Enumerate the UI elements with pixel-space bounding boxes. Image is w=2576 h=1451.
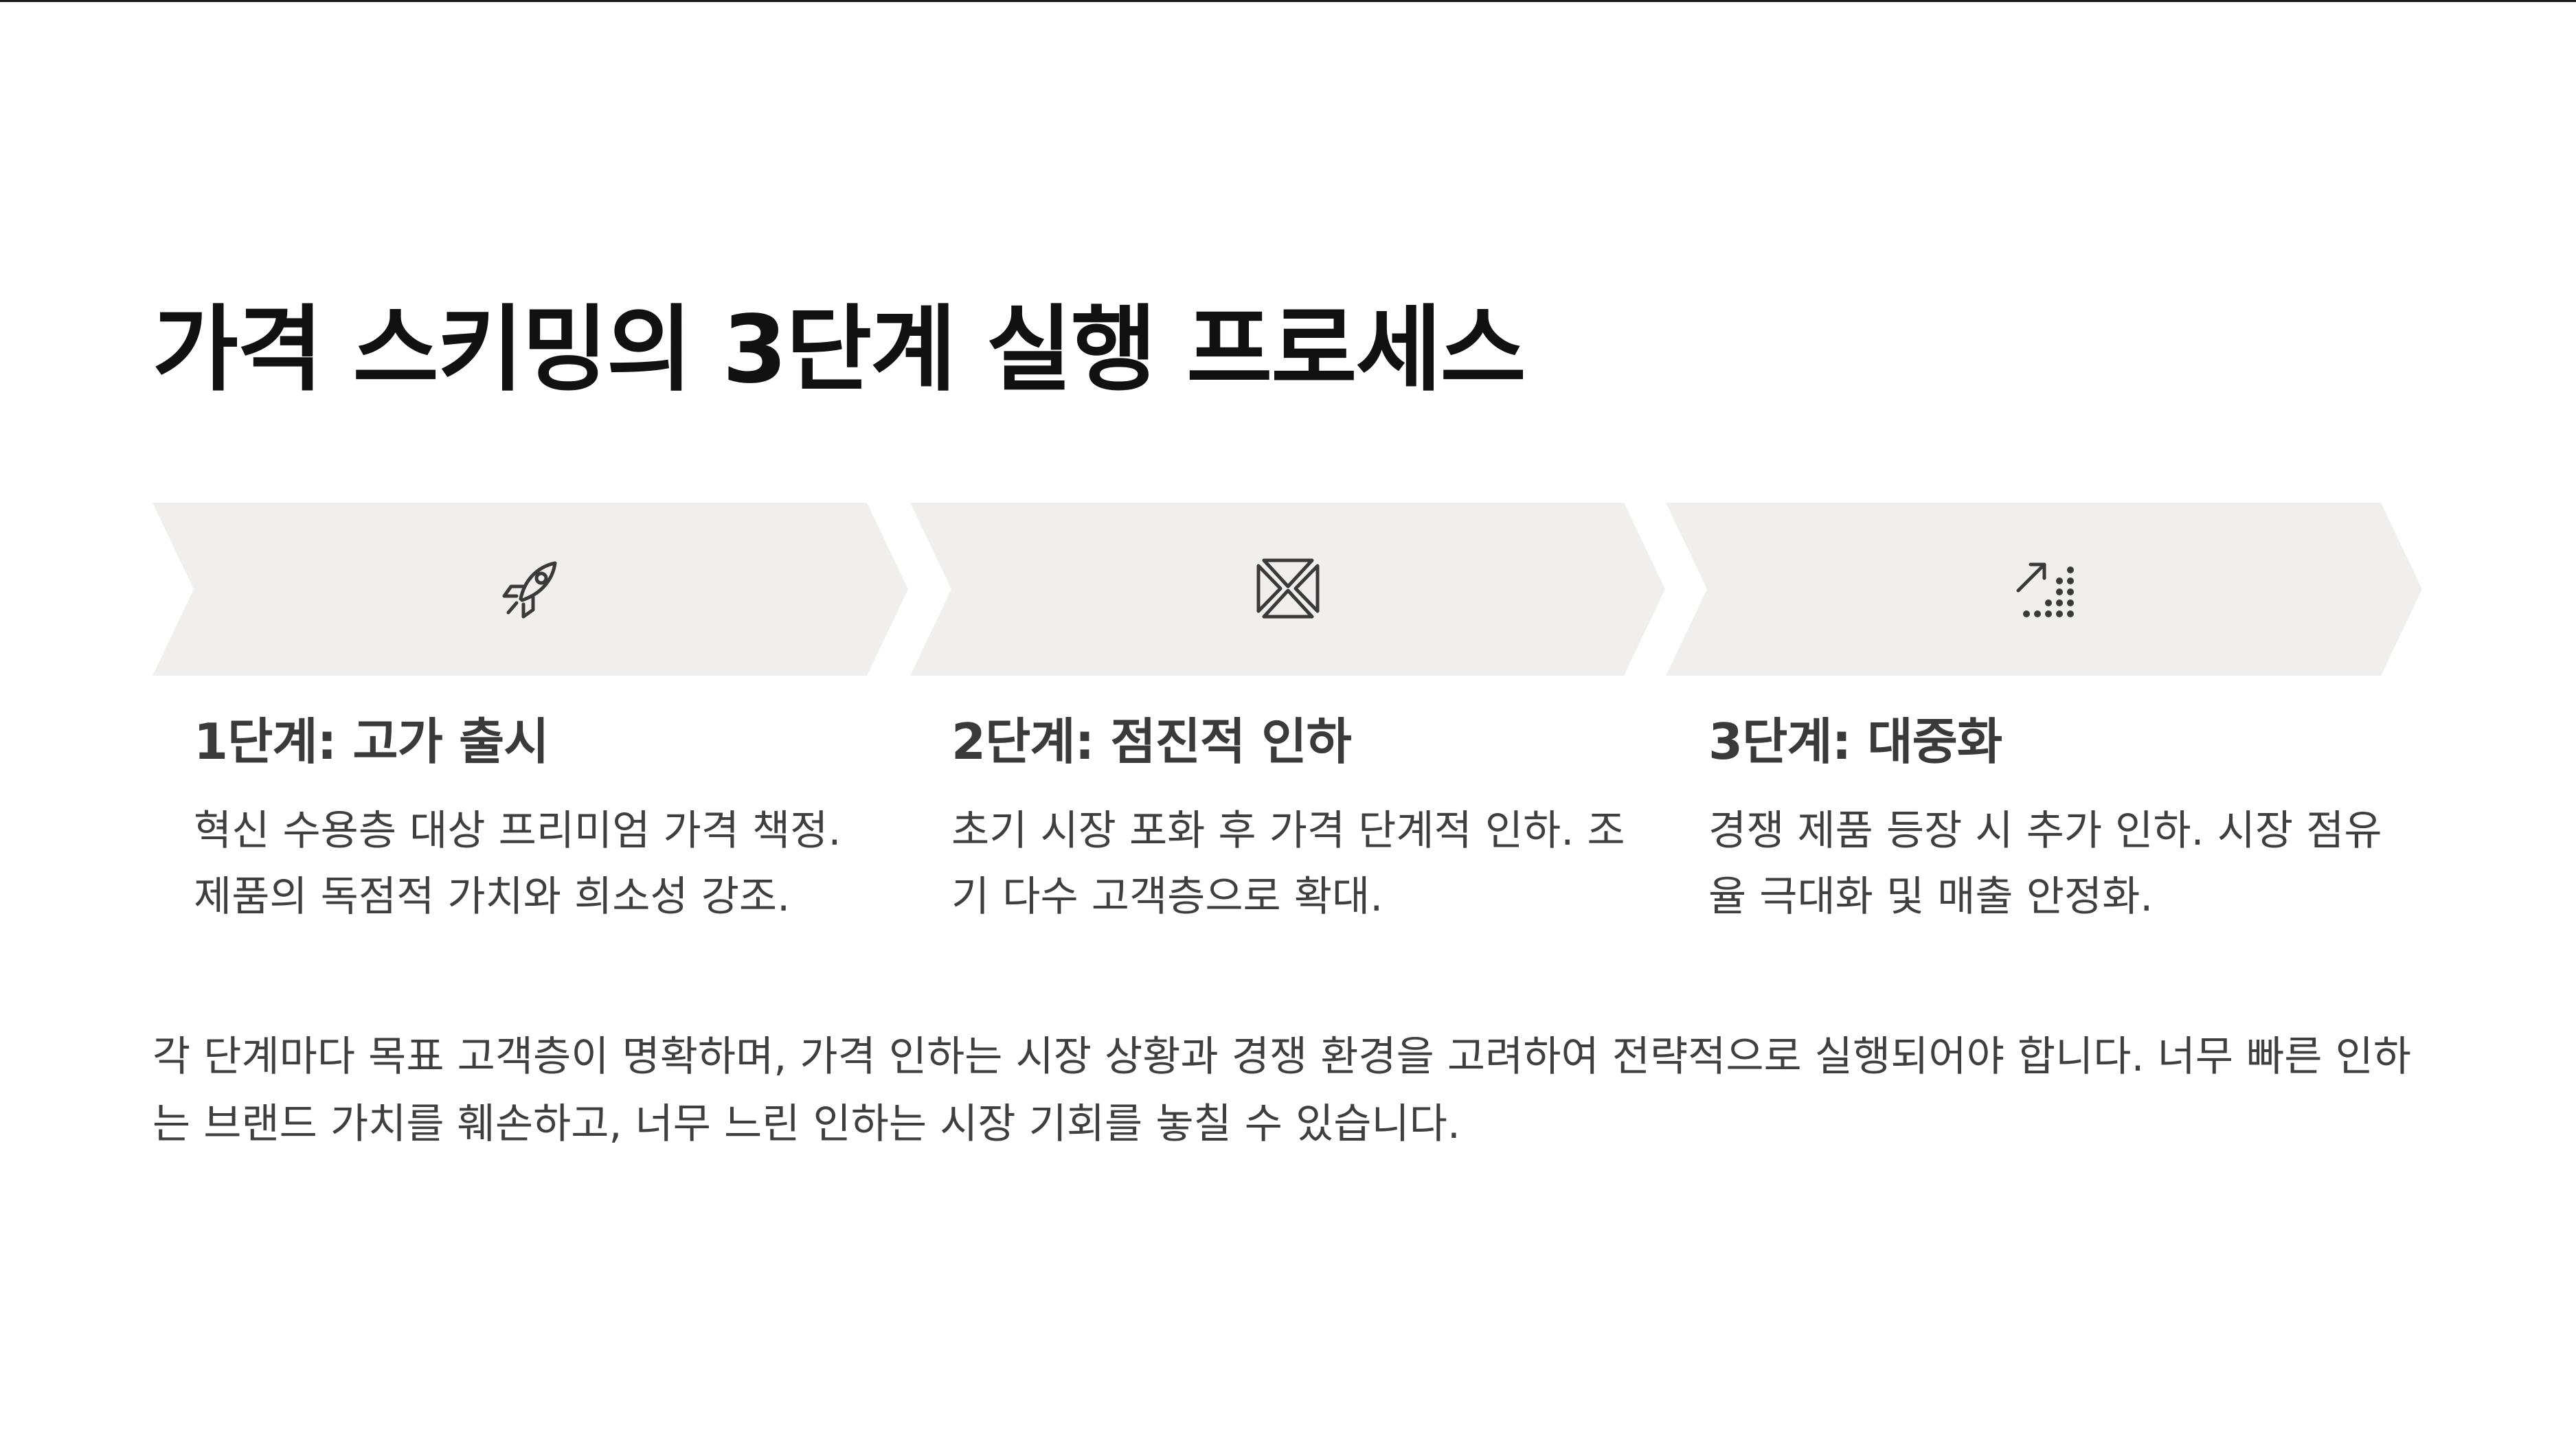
top-border — [0, 0, 2576, 2]
step-2: 2단계: 점진적 인하 초기 시장 포화 후 가격 단계적 인하. 조기 다수 … — [951, 707, 1638, 930]
step-3: 3단계: 대중화 경쟁 제품 등장 시 추가 인하. 시장 점유율 극대화 및 … — [1708, 707, 2395, 930]
summary-paragraph: 각 단계마다 목표 고객층이 명확하며, 가격 인하는 시장 상황과 경쟁 환경… — [152, 1033, 2411, 1148]
step-3-title: 3단계: 대중화 — [1708, 713, 2002, 770]
slide-title: 가격 스키밍의 3단계 실행 프로세스 — [152, 296, 1526, 404]
growth-dots-icon — [2010, 551, 2086, 626]
step-1-description: 혁신 수용층 대상 프리미엄 가격 책정. 제품의 독점적 가치와 희소성 강조… — [194, 807, 841, 921]
step-1-title: 1단계: 고가 출시 — [194, 713, 549, 770]
rocket-icon — [493, 551, 569, 626]
step-3-description: 경쟁 제품 등장 시 추가 인하. 시장 점유율 극대화 및 매출 안정화. — [1708, 807, 2382, 921]
hourglass-arrows-icon — [1250, 551, 1326, 626]
step-2-title: 2단계: 점진적 인하 — [951, 713, 1352, 770]
step-1: 1단계: 고가 출시 혁신 수용층 대상 프리미엄 가격 책정. 제품의 독점적… — [194, 707, 881, 930]
step-2-description: 초기 시장 포화 후 가격 단계적 인하. 조기 다수 고객층으로 확대. — [951, 807, 1625, 921]
